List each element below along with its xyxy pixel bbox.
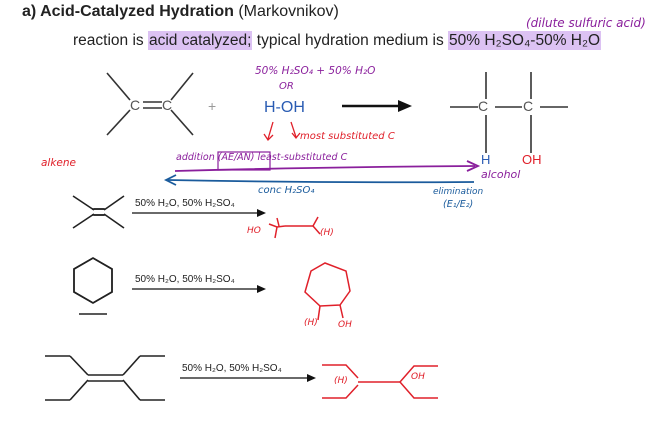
alkene-carbon-right: C bbox=[162, 97, 173, 113]
note-dilute-sulfuric: (dilute sulfuric acid) bbox=[526, 16, 646, 30]
general-product-structure bbox=[450, 72, 568, 153]
highlight-acid-catalyzed: acid catalyzed; bbox=[147, 31, 253, 50]
example1-arrow bbox=[132, 209, 266, 217]
example1-ho-label: HO bbox=[247, 226, 261, 236]
product-carbon-left: C bbox=[478, 98, 489, 114]
note-e1-e2: (E₁/E₂) bbox=[443, 199, 474, 210]
mechanism-box bbox=[217, 151, 271, 171]
description-text-2: typical hydration medium is bbox=[252, 32, 449, 49]
example3-product bbox=[322, 364, 438, 399]
example3-oh-label: OH bbox=[411, 372, 425, 382]
water-reagent: H-OH bbox=[264, 99, 305, 116]
addition-arrow bbox=[174, 160, 481, 172]
example2-h-label: (H) bbox=[304, 318, 318, 328]
example2-conditions: 50% H₂O, 50% H₂SO₄ bbox=[135, 274, 235, 285]
example1-product bbox=[268, 216, 321, 239]
reaction-description: reaction is acid catalyzed; typical hydr… bbox=[73, 31, 602, 50]
note-medium: 50% H₂SO₄ + 50% H₂O bbox=[255, 65, 376, 77]
example1-conditions: 50% H₂O, 50% H₂SO₄ bbox=[135, 198, 235, 209]
note-addition: addition (AE/AN) least-substituted C bbox=[176, 152, 348, 163]
product-hydroxyl: OH bbox=[522, 152, 542, 167]
example3-alkene bbox=[45, 355, 165, 401]
description-text: reaction is bbox=[73, 32, 148, 49]
note-alkene: alkene bbox=[41, 157, 77, 169]
note-elimination: elimination bbox=[433, 187, 484, 197]
example1-alkene bbox=[72, 195, 125, 229]
note-or: OR bbox=[279, 81, 294, 92]
example2-product bbox=[304, 262, 351, 321]
product-carbon-right: C bbox=[523, 98, 534, 114]
highlight-medium: 50% H₂SO₄-50% H₂O bbox=[448, 31, 602, 50]
note-conc-sulfuric: conc H₂SO₄ bbox=[258, 185, 315, 196]
product-hydrogen: H bbox=[481, 152, 491, 167]
note-most-substituted: most substituted C bbox=[300, 131, 395, 142]
note-alcohol: alcohol bbox=[481, 168, 521, 181]
example2-oh-label: OH bbox=[338, 320, 352, 330]
example3-arrow bbox=[180, 374, 316, 382]
section-title-qualifier: (Markovnikov) bbox=[238, 3, 339, 20]
plus-sign: + bbox=[208, 98, 217, 114]
example2-arrow bbox=[132, 285, 266, 293]
elimination-arrow bbox=[163, 174, 475, 186]
example2-cyclohexene bbox=[73, 257, 113, 315]
example1-h-label: (H) bbox=[320, 228, 334, 238]
example3-h-label: (H) bbox=[334, 376, 348, 386]
main-reaction-arrow bbox=[342, 100, 412, 112]
section-title-main: a) Acid-Catalyzed Hydration bbox=[22, 3, 234, 20]
annotation-pointer-arrows bbox=[263, 121, 301, 142]
example3-conditions: 50% H₂O, 50% H₂SO₄ bbox=[182, 363, 282, 374]
general-alkene-structure bbox=[106, 72, 194, 136]
section-title: a) Acid-Catalyzed Hydration (Markovnikov… bbox=[22, 3, 339, 21]
alkene-carbon-left: C bbox=[130, 97, 141, 113]
